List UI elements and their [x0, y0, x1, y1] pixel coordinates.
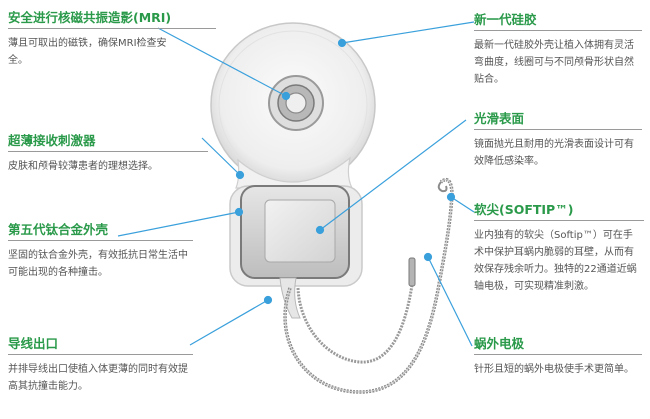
feature-extra-electrode-title: 蜗外电极 [474, 336, 525, 351]
titanium-plate [264, 199, 336, 263]
feature-softip: 软尖(SOFTIP™) 业内独有的软尖（Softip™）可在手术中保护耳蜗内脆弱… [474, 202, 644, 295]
feature-lead-exit-desc: 并排导线出口使植入体更薄的同时有效提高其抗撞击能力。 [8, 364, 188, 392]
feature-receiver-desc: 皮肤和颅骨较薄患者的理想选择。 [8, 161, 158, 172]
feature-mri-desc: 薄且可取出的磁铁，确保MRI检查安全。 [8, 38, 167, 66]
feature-receiver-rule [8, 151, 208, 152]
feature-softip-desc: 业内独有的软尖（Softip™）可在手术中保护耳蜗内脆弱的耳壁，从而有效保存残余… [474, 230, 637, 292]
feature-smooth: 光滑表面 镜面抛光且耐用的光滑表面设计可有效降低感染率。 [474, 111, 642, 170]
softip [437, 181, 448, 193]
feature-extra-electrode-desc: 针形且短的蜗外电极使手术更简单。 [474, 364, 634, 375]
feature-silicone-desc: 最新一代硅胶外壳让植入体拥有灵活弯曲度，线圈可与不同颅骨形状自然贴合。 [474, 40, 634, 85]
feature-silicone-title: 新一代硅胶 [474, 12, 537, 27]
feature-smooth-desc: 镜面抛光且耐用的光滑表面设计可有效降低感染率。 [474, 139, 634, 167]
feature-mri-rule [8, 28, 216, 29]
feature-softip-rule [474, 220, 644, 221]
feature-extra-electrode-rule [474, 354, 642, 355]
extracochlear-electrode [408, 257, 416, 287]
feature-lead-exit-rule [8, 354, 193, 355]
feature-extra-electrode: 蜗外电极 针形且短的蜗外电极使手术更简单。 [474, 336, 642, 378]
leader-lines [117, 21, 475, 347]
feature-titanium-desc: 坚固的钛合金外壳，有效抵抗日常生活中可能出现的各种撞击。 [8, 250, 188, 278]
feature-lead-exit: 导线出口 并排导线出口使植入体更薄的同时有效提高其抗撞击能力。 [8, 336, 193, 395]
feature-mri: 安全进行核磁共振造影(MRI) 薄且可取出的磁铁，确保MRI检查安全。 [8, 10, 216, 69]
lead-exit [279, 277, 301, 319]
feature-silicone: 新一代硅胶 最新一代硅胶外壳让植入体拥有灵活弯曲度，线圈可与不同颅骨形状自然贴合… [474, 12, 642, 88]
feature-softip-title: 软尖(SOFTIP™) [474, 202, 574, 217]
feature-lead-exit-title: 导线出口 [8, 336, 59, 351]
silicone-neck [235, 156, 353, 189]
feature-smooth-title: 光滑表面 [474, 111, 525, 126]
feature-receiver-title: 超薄接收刺激器 [8, 133, 96, 148]
feature-titanium-title: 第五代钛合金外壳 [8, 222, 109, 237]
feature-titanium-rule [8, 240, 193, 241]
feature-titanium: 第五代钛合金外壳 坚固的钛合金外壳，有效抵抗日常生活中可能出现的各种撞击。 [8, 222, 193, 281]
feature-smooth-rule [474, 129, 642, 130]
feature-receiver: 超薄接收刺激器 皮肤和颅骨较薄患者的理想选择。 [8, 133, 208, 175]
feature-silicone-rule [474, 30, 642, 31]
magnet [268, 75, 324, 131]
extracochlear-lead [296, 284, 414, 364]
feature-mri-title: 安全进行核磁共振造影(MRI) [8, 10, 172, 25]
